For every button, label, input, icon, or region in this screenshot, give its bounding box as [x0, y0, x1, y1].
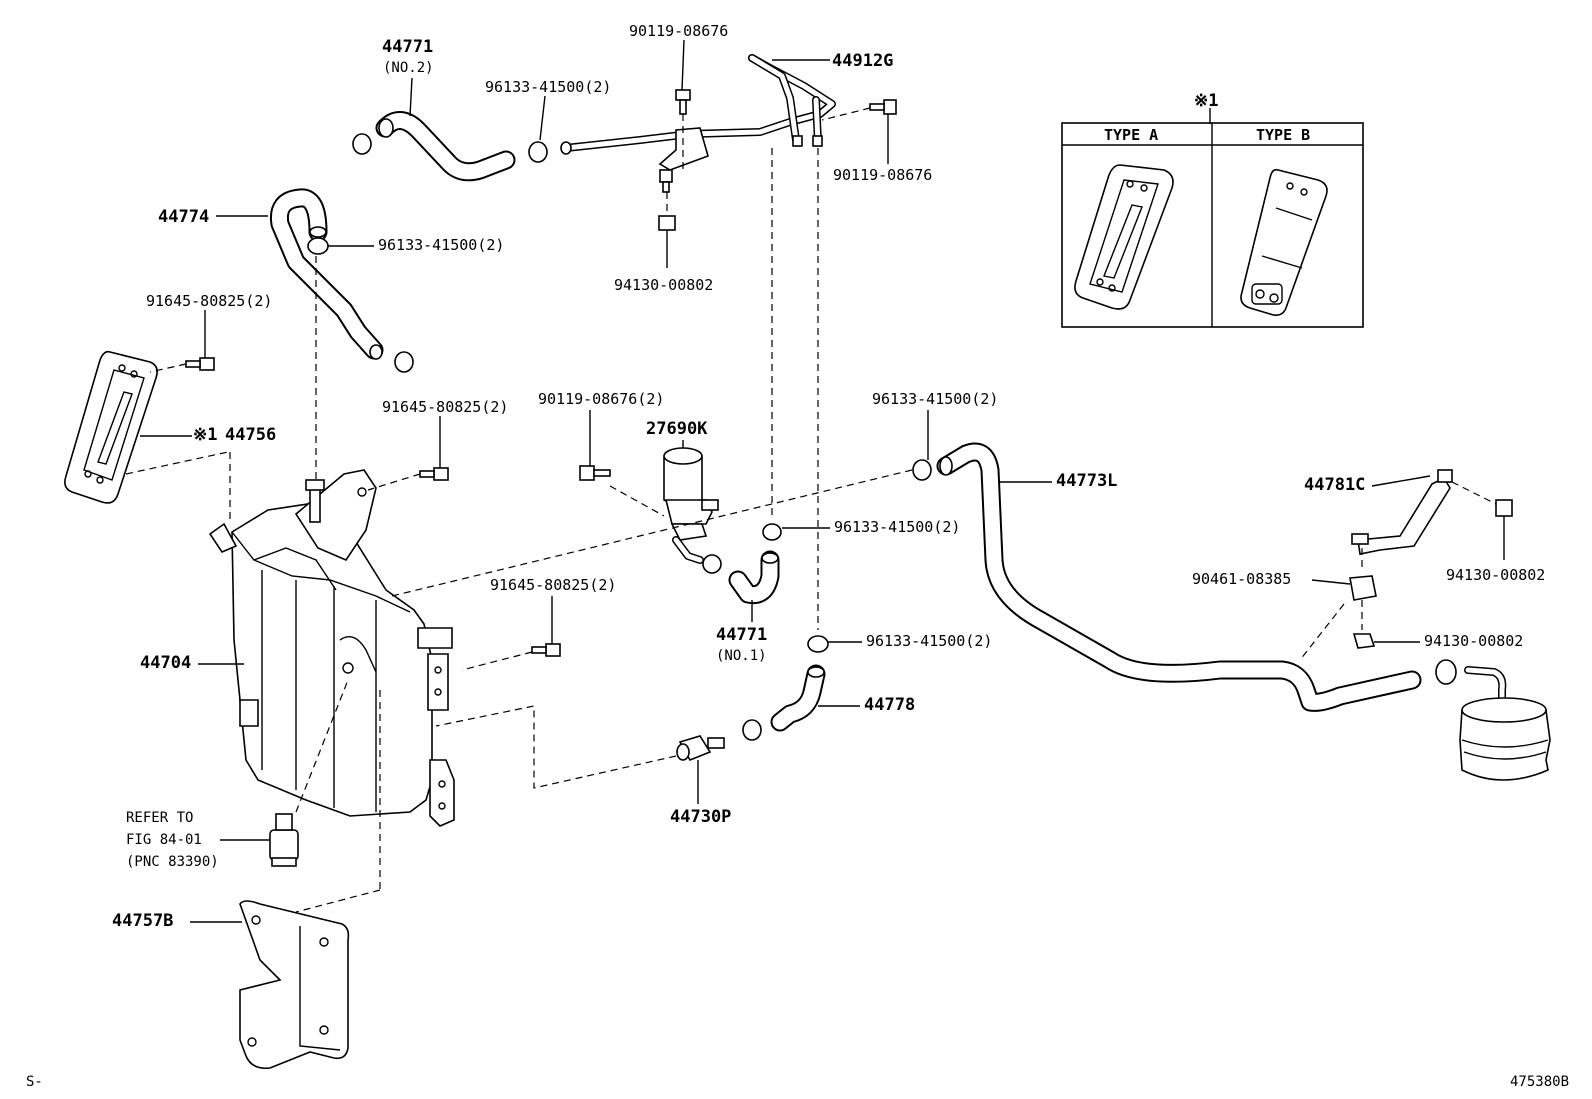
label-44757b: 44757B: [112, 911, 173, 931]
label-44771-no2-sub: (NO.2): [383, 60, 434, 76]
clip-icon: [762, 523, 782, 541]
clip-icon: [1435, 659, 1457, 685]
label-44778: 44778: [864, 695, 915, 715]
bolt-icon: [579, 465, 611, 481]
label-44774: 44774: [158, 207, 209, 227]
bolt-icon: [869, 99, 897, 115]
level-sensor: [269, 813, 299, 867]
label-91645-low: 91645-80825(2): [490, 576, 616, 594]
tank-upper-bracket: [294, 469, 377, 561]
label-91645-mid: 91645-80825(2): [382, 398, 508, 416]
label-96133-mid: 96133-41500(2): [834, 518, 960, 536]
type-inset: ※1 TYPE A TYPE B: [1061, 91, 1364, 328]
bolt-icon: [419, 467, 449, 481]
clip-icon: [912, 459, 932, 481]
label-94130-top: 94130-00802: [614, 276, 713, 294]
hose-44774: [269, 188, 414, 373]
label-44704: 44704: [140, 653, 191, 673]
hose-44778: [742, 664, 826, 741]
bolt-icon: [675, 89, 691, 115]
nut-icon: [1495, 499, 1513, 517]
clip-icon: [394, 351, 414, 373]
valve-27690k: [663, 447, 722, 574]
bolt-icon: [185, 357, 215, 371]
label-44756-mark: ※1: [193, 425, 217, 445]
bracket-44781c: [1351, 476, 1451, 555]
inset-mark: ※1: [1194, 91, 1218, 111]
clip-icon: [702, 554, 722, 574]
label-94130-right1: 94130-00802: [1446, 566, 1545, 584]
hose-44773l: [912, 442, 1422, 712]
hose-44771-no2: [352, 111, 516, 182]
tank-44704: [208, 503, 455, 827]
inset-type-b-label: TYPE B: [1256, 126, 1310, 144]
label-94130-right2: 94130-00802: [1424, 632, 1523, 650]
nut-icon: [1352, 633, 1376, 649]
clip-icon: [307, 237, 329, 255]
nut-icon: [658, 215, 676, 231]
label-96133-low: 96133-41500(2): [866, 632, 992, 650]
label-90119-right: 90119-08676: [833, 166, 932, 184]
bolt-icon: [659, 169, 673, 193]
canister: [1435, 659, 1551, 781]
bracket-44756: [64, 350, 158, 504]
refer-line-2: FIG 84-01: [126, 832, 202, 848]
hose-44771-no1: [728, 550, 780, 605]
clip-96133-low: [807, 635, 829, 653]
bracket-44757b: [239, 900, 350, 1070]
inset-type-a-label: TYPE A: [1104, 126, 1158, 144]
label-44730p: 44730P: [670, 807, 731, 827]
label-44771-no2: 44771: [382, 37, 433, 57]
bolt-icon: [1437, 469, 1453, 483]
check-valve-44730p: [676, 735, 725, 762]
clip-icon: [352, 133, 372, 155]
label-44771-no1: 44771: [716, 625, 767, 645]
clip-icon: [528, 141, 548, 163]
footer-left: S-: [26, 1074, 43, 1090]
refer-line-3: (PNC 83390): [126, 854, 219, 870]
label-96133-44773l: 96133-41500(2): [872, 390, 998, 408]
label-44756: 44756: [225, 425, 276, 445]
label-90119-top: 90119-08676: [629, 22, 728, 40]
grommet-90461: [1349, 575, 1377, 601]
footer-right: 475380B: [1510, 1074, 1569, 1090]
label-44773l: 44773L: [1056, 471, 1117, 491]
bolt-icon: [531, 643, 561, 657]
label-90461: 90461-08385: [1192, 570, 1291, 588]
label-90119-mid: 90119-08676(2): [538, 390, 664, 408]
type-a-bracket-drawing: [1074, 164, 1174, 310]
label-27690k: 27690K: [646, 419, 708, 439]
label-96133-top: 96133-41500(2): [485, 78, 611, 96]
type-b-bracket-drawing: [1240, 168, 1328, 316]
label-44771-no1-sub: (NO.1): [716, 648, 767, 664]
clip-icon: [807, 635, 829, 653]
clip-icon: [742, 719, 762, 741]
label-91645-left: 91645-80825(2): [146, 292, 272, 310]
clip-96133-mid: [762, 523, 782, 541]
pipe-44912g: [528, 54, 836, 171]
label-44781c: 44781C: [1304, 475, 1365, 495]
label-96133-44774: 96133-41500(2): [378, 236, 504, 254]
label-44912g: 44912G: [832, 51, 893, 71]
refer-line-1: REFER TO: [126, 810, 193, 826]
